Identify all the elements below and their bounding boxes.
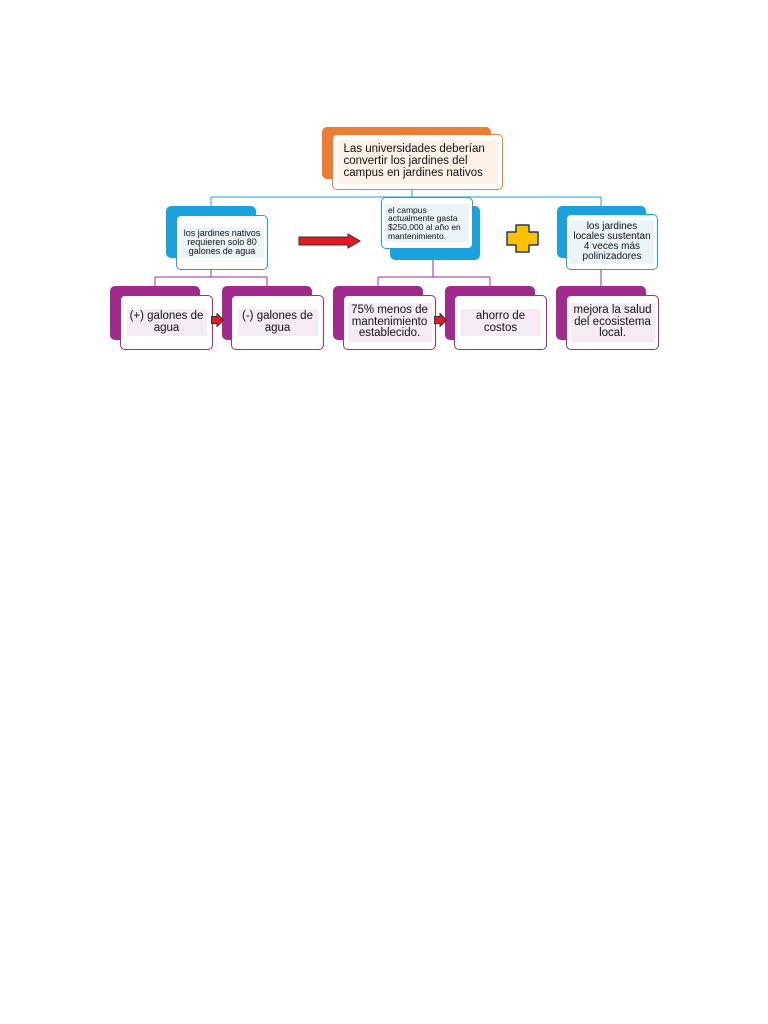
right-arrow-icon	[211, 313, 224, 327]
leaf-node: mejora la salud del ecosistema local.	[556, 286, 659, 350]
branch-node-text: los jardines locales sustentan 4 veces m…	[570, 219, 654, 265]
leaf-node: (+) galones de agua	[110, 286, 213, 350]
root-node-text: Las universidades deberían convertir los…	[337, 140, 498, 184]
branch-node-pollinators: los jardines locales sustentan 4 veces m…	[557, 206, 658, 270]
leaf-node-text: ahorro de costos	[460, 308, 541, 337]
leaf-node-text: mejora la salud del ecosistema local.	[570, 302, 655, 343]
branch-node-water: los jardines nativos requieren solo 80 g…	[166, 206, 268, 270]
leaf-node: ahorro de costos	[445, 286, 547, 350]
leaf-node-text: (-) galones de agua	[237, 308, 318, 337]
plus-icon	[506, 224, 539, 253]
branch-node-text: el campus actualmente gasta $250,000 al …	[385, 203, 469, 243]
root-node: Las universidades deberían convertir los…	[322, 127, 503, 190]
leaf-node: 75% menos de mantenimiento establecido.	[333, 286, 436, 350]
leaf-node: (-) galones de agua	[222, 286, 324, 350]
leaf-node-text: (+) galones de agua	[126, 308, 207, 337]
branch-node-text: los jardines nativos requieren solo 80 g…	[180, 226, 264, 259]
right-arrow-icon	[434, 313, 447, 327]
right-arrow-icon	[298, 233, 361, 249]
branch-node-maintenance: el campus actualmente gasta $250,000 al …	[381, 197, 480, 260]
leaf-node-text: 75% menos de mantenimiento establecido.	[347, 302, 432, 343]
